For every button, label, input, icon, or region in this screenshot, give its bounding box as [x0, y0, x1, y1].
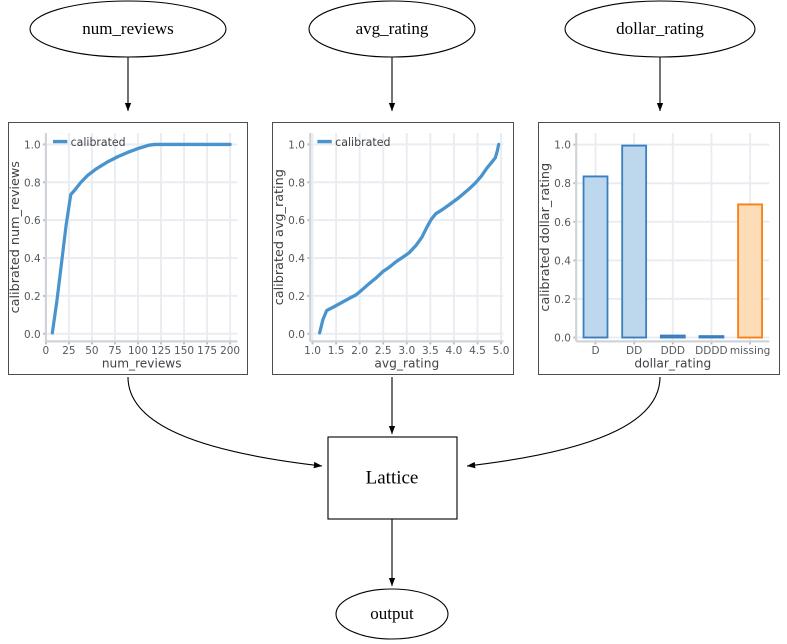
- x-tick-label: 25: [62, 344, 75, 357]
- x-tick-label: 125: [151, 344, 171, 357]
- node-output-label: output: [370, 604, 414, 623]
- x-tick-label: missing: [730, 344, 771, 357]
- x-tick-label: 50: [85, 344, 98, 357]
- bar-DD: [621, 144, 648, 339]
- x-tick-label: 4.0: [446, 344, 463, 357]
- legend-label: calibrated: [335, 136, 390, 149]
- x-tick-label: 175: [197, 344, 217, 357]
- series-line-calibrated: [50, 142, 232, 335]
- x-axis-title: dollar_rating: [634, 355, 711, 370]
- y-tick-label: 0.6: [24, 214, 41, 227]
- x-tick-label: 1.0: [304, 344, 321, 357]
- node-dollar-rating-label: dollar_rating: [616, 19, 704, 38]
- y-tick-label: 0.4: [554, 254, 571, 267]
- y-tick-label: 0.2: [288, 290, 305, 303]
- series-line-calibrated: [318, 142, 501, 335]
- y-tick-label: 0.2: [24, 290, 41, 303]
- x-tick-label: DD: [626, 344, 642, 357]
- x-tick-label: DDDD: [695, 344, 728, 357]
- y-tick-label: 0.6: [288, 214, 305, 227]
- legend-label: calibrated: [71, 136, 126, 149]
- x-axis-title: avg_rating: [374, 355, 439, 370]
- x-tick-label: 5.0: [493, 344, 510, 357]
- y-tick-label: 0.4: [288, 252, 305, 265]
- y-tick-label: 1.0: [288, 138, 305, 151]
- x-axis-title: num_reviews: [102, 355, 182, 370]
- x-tick-label: 0: [43, 344, 50, 357]
- node-lattice-label: Lattice: [366, 467, 419, 488]
- y-axis-title: calibrated num_reviews: [9, 161, 22, 313]
- x-tick-label: 2.0: [351, 344, 368, 357]
- y-tick-label: 0.8: [288, 176, 305, 189]
- bar-DDDD: [698, 335, 725, 339]
- x-tick-label: 4.5: [469, 344, 486, 357]
- x-tick-label: 3.5: [422, 344, 439, 357]
- chart-panel-avg-rating: 0.0 0.2 0.4 0.6 0.8 1.0 1.0 1.5 2.0 2.5 3.0 3.5 4.0 4…: [272, 122, 514, 375]
- x-tick-label: 150: [174, 344, 194, 357]
- edge-num-reviews-chart-to-lattice: [127, 376, 323, 469]
- x-tick-label: 1.5: [328, 344, 345, 357]
- node-avg-rating-label: avg_rating: [356, 19, 429, 38]
- y-tick-label: 0.6: [554, 216, 571, 229]
- node-output[interactable]: output: [335, 588, 449, 640]
- y-tick-label: 0.8: [24, 176, 41, 189]
- edge-dollar-rating-chart-to-lattice: [466, 376, 661, 469]
- x-tick-label: 200: [220, 344, 240, 357]
- bar-D: [582, 175, 609, 339]
- y-tick-label: 0.8: [554, 177, 571, 190]
- y-tick-label: 0.0: [554, 331, 571, 344]
- node-avg-rating[interactable]: avg_rating: [308, 0, 476, 58]
- node-num-reviews[interactable]: num_reviews: [29, 0, 227, 58]
- y-tick-label: 1.0: [24, 138, 41, 151]
- node-lattice[interactable]: Lattice: [327, 436, 458, 520]
- node-dollar-rating[interactable]: dollar_rating: [564, 0, 756, 58]
- x-tick-label: D: [591, 344, 599, 357]
- node-num-reviews-label: num_reviews: [82, 19, 174, 38]
- y-tick-label: 0.0: [288, 328, 305, 341]
- bar-DDD: [659, 334, 686, 339]
- x-tick-label: DDD: [661, 344, 685, 357]
- y-tick-label: 0.2: [554, 293, 571, 306]
- x-tick-label: 3.0: [398, 344, 415, 357]
- x-tick-label: 2.5: [375, 344, 392, 357]
- x-tick-label: 100: [128, 344, 148, 357]
- x-tick-label: 75: [108, 344, 121, 357]
- y-tick-label: 1.0: [554, 138, 571, 151]
- y-tick-label: 0.0: [24, 328, 41, 341]
- y-axis-title: calibrated avg_rating: [273, 169, 286, 305]
- chart-svg-avg_rating_chart: 0.0 0.2 0.4 0.6 0.8 1.0 1.0 1.5 2.0 2.5 3.0 3.5 4.0 4…: [273, 133, 510, 371]
- y-tick-label: 0.4: [24, 252, 41, 265]
- y-axis-title: calibrated dollar_rating: [539, 163, 552, 312]
- bar-missing: [737, 203, 763, 339]
